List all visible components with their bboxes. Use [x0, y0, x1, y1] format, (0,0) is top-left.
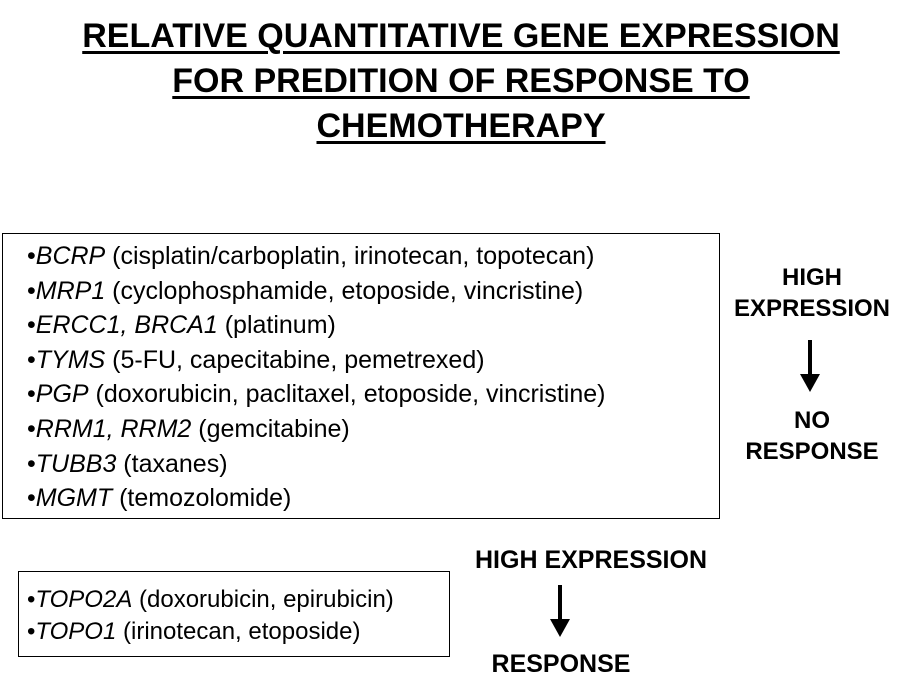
drug-list: (taxanes) [116, 449, 228, 478]
gene-name: TOPO1 [35, 618, 117, 645]
list-item: •BCRP (cisplatin/carboplatin, irinotecan… [27, 242, 595, 270]
list-item: •MGMT (temozolomide) [27, 484, 292, 513]
drug-list: (platinum) [217, 311, 336, 340]
list-item: •ERCC1, BRCA1 (platinum) [27, 311, 336, 340]
drug-list: (temozolomide) [112, 484, 292, 513]
drug-list: (cisplatin/carboplatin, irinotecan, topo… [105, 242, 595, 270]
gene-name: MRP1 [35, 276, 106, 305]
title-line-1: RELATIVE QUANTITATIVE GENE EXPRESSION [82, 17, 840, 55]
list-item: •MRP1 (cyclophosphamide, etoposide, vinc… [27, 276, 584, 305]
no-response-gene-box: •BCRP (cisplatin/carboplatin, irinotecan… [2, 233, 720, 519]
gene-name: PGP [35, 380, 89, 409]
drug-list: (cyclophosphamide, etoposide, vincristin… [105, 276, 584, 305]
response-gene-box: •TOPO2A (doxorubicin, epirubicin) •TOPO1… [18, 571, 450, 657]
list-item: •TOPO1 (irinotecan, etoposide) [27, 618, 361, 645]
drug-list: (irinotecan, etoposide) [116, 618, 361, 645]
high-expression-label: HIGH EXPRESSION [733, 264, 891, 322]
title-line-3: CHEMOTHERAPY [316, 107, 606, 145]
drug-list: (doxorubicin, epirubicin) [132, 586, 394, 613]
gene-name: RRM1, RRM2 [35, 414, 192, 443]
list-item: •PGP (doxorubicin, paclitaxel, etoposide… [27, 380, 606, 409]
list-item: •TOPO2A (doxorubicin, epirubicin) [27, 586, 394, 613]
page-title: RELATIVE QUANTITATIVE GENE EXPRESSION FO… [0, 14, 922, 149]
title-line-2: FOR PREDITION OF RESPONSE TO [172, 62, 750, 100]
list-item: •TYMS (5-FU, capecitabine, pemetrexed) [27, 345, 485, 374]
gene-name: BCRP [35, 242, 106, 270]
arrow-down-icon [550, 585, 570, 637]
gene-name: TYMS [35, 345, 106, 374]
gene-name: ERCC1, BRCA1 [35, 311, 218, 340]
no-response-label: NO RESPONSE [745, 407, 879, 465]
drug-list: (doxorubicin, paclitaxel, etoposide, vin… [88, 380, 606, 409]
list-item: •TUBB3 (taxanes) [27, 449, 228, 478]
gene-name: TOPO2A [35, 586, 133, 613]
drug-list: (5-FU, capecitabine, pemetrexed) [105, 345, 485, 374]
drug-list: (gemcitabine) [191, 414, 350, 443]
gene-name: TUBB3 [35, 449, 117, 478]
response-label: RESPONSE [491, 650, 631, 678]
list-item: •RRM1, RRM2 (gemcitabine) [27, 414, 350, 443]
high-expression-label-response: HIGH EXPRESSION [475, 546, 707, 574]
gene-name: MGMT [35, 484, 113, 513]
arrow-down-icon [800, 340, 820, 392]
